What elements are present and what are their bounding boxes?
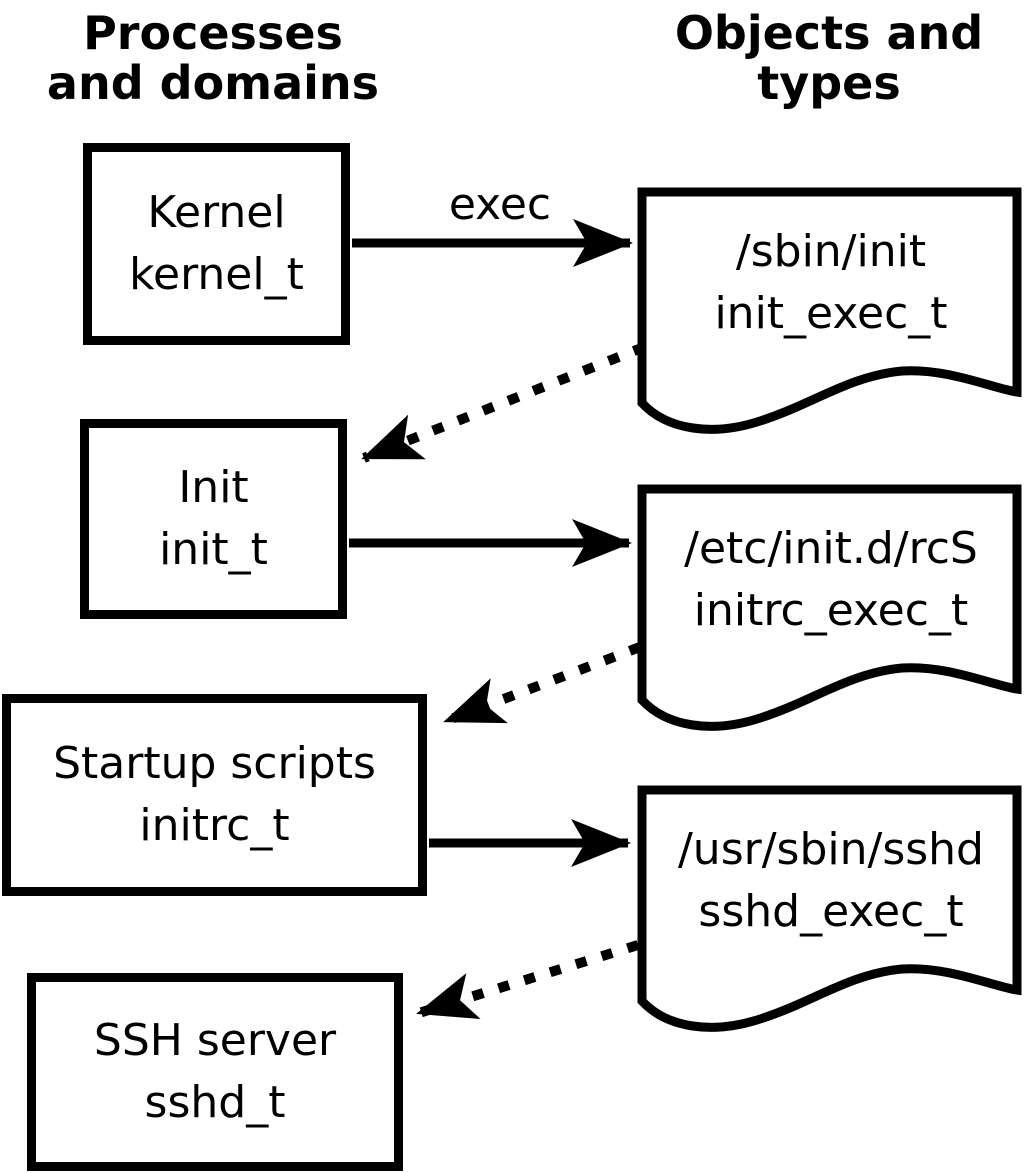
process-domain: initrc_t — [139, 800, 290, 851]
process-box-ssh-server: SSH server sshd_t — [27, 973, 403, 1171]
process-box-kernel: Kernel kernel_t — [83, 143, 350, 345]
dotted-arrow-sshd-exec-to-sshd — [416, 940, 640, 1020]
process-domain: init_t — [159, 524, 268, 575]
object-path: /usr/sbin/sshd — [677, 824, 984, 875]
right-column-header: Objects and types — [634, 8, 1024, 108]
exec-arrow-label: exec — [448, 179, 552, 230]
object-type: init_exec_t — [714, 288, 948, 339]
process-name: Kernel — [147, 187, 286, 238]
process-box-init: Init init_t — [80, 419, 347, 619]
left-column-header-line2: and domains — [46, 56, 380, 110]
object-path: /etc/init.d/rcS — [684, 523, 978, 574]
right-column-header-line1: Objects and — [674, 6, 984, 60]
right-column-header-line2: types — [757, 56, 901, 110]
process-domain: sshd_t — [144, 1077, 286, 1128]
process-name: Startup scripts — [53, 738, 376, 789]
object-path: /sbin/init — [735, 226, 927, 277]
process-name: SSH server — [93, 1015, 337, 1066]
object-doc-sbin-init: /sbin/init init_exec_t — [642, 221, 1020, 345]
document-shape-init-exec — [637, 187, 1022, 434]
left-column-header-line1: Processes — [83, 6, 343, 60]
document-shape-initrc-exec — [637, 484, 1022, 731]
dotted-arrow-init-exec-to-init — [361, 342, 646, 463]
document-shape-sshd-exec — [637, 785, 1022, 1032]
object-type: initrc_exec_t — [693, 585, 969, 636]
process-box-startup-scripts: Startup scripts initrc_t — [2, 694, 427, 896]
left-column-header: Processes and domains — [18, 8, 408, 108]
process-name: Init — [178, 462, 249, 513]
object-type: sshd_exec_t — [698, 886, 964, 937]
process-domain: kernel_t — [129, 249, 304, 300]
dotted-arrow-initrc-exec-to-initrc — [443, 642, 642, 726]
object-doc-usr-sbin-sshd: /usr/sbin/sshd sshd_exec_t — [642, 819, 1020, 943]
object-doc-etc-initd-rcs: /etc/init.d/rcS initrc_exec_t — [642, 518, 1020, 642]
